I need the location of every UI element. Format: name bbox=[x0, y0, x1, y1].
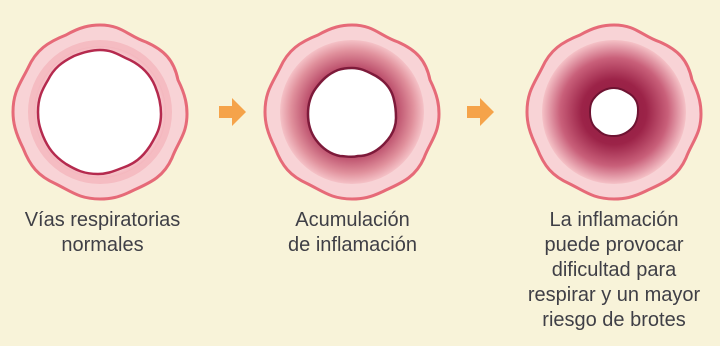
airway-inflamed-illustration bbox=[262, 22, 442, 202]
airway-normal-svg bbox=[11, 23, 189, 201]
airway-severe-svg bbox=[525, 23, 703, 201]
caption-inflammation-buildup: Acumulación de inflamación bbox=[288, 209, 417, 256]
arrow-right-icon bbox=[219, 97, 247, 127]
caption-normal-airway: Vías respiratorias normales bbox=[24, 209, 181, 256]
airway-lumen bbox=[36, 48, 163, 176]
airway-inflamed-svg bbox=[263, 23, 441, 201]
arrow-right-icon bbox=[467, 97, 495, 127]
airway-severe-illustration bbox=[524, 22, 704, 202]
airway-normal-illustration bbox=[10, 22, 190, 202]
airway-lumen bbox=[306, 66, 398, 159]
caption-breathing-difficulty: La inflamación puede provocar dificultad… bbox=[527, 209, 701, 331]
airway-lumen bbox=[588, 86, 640, 138]
